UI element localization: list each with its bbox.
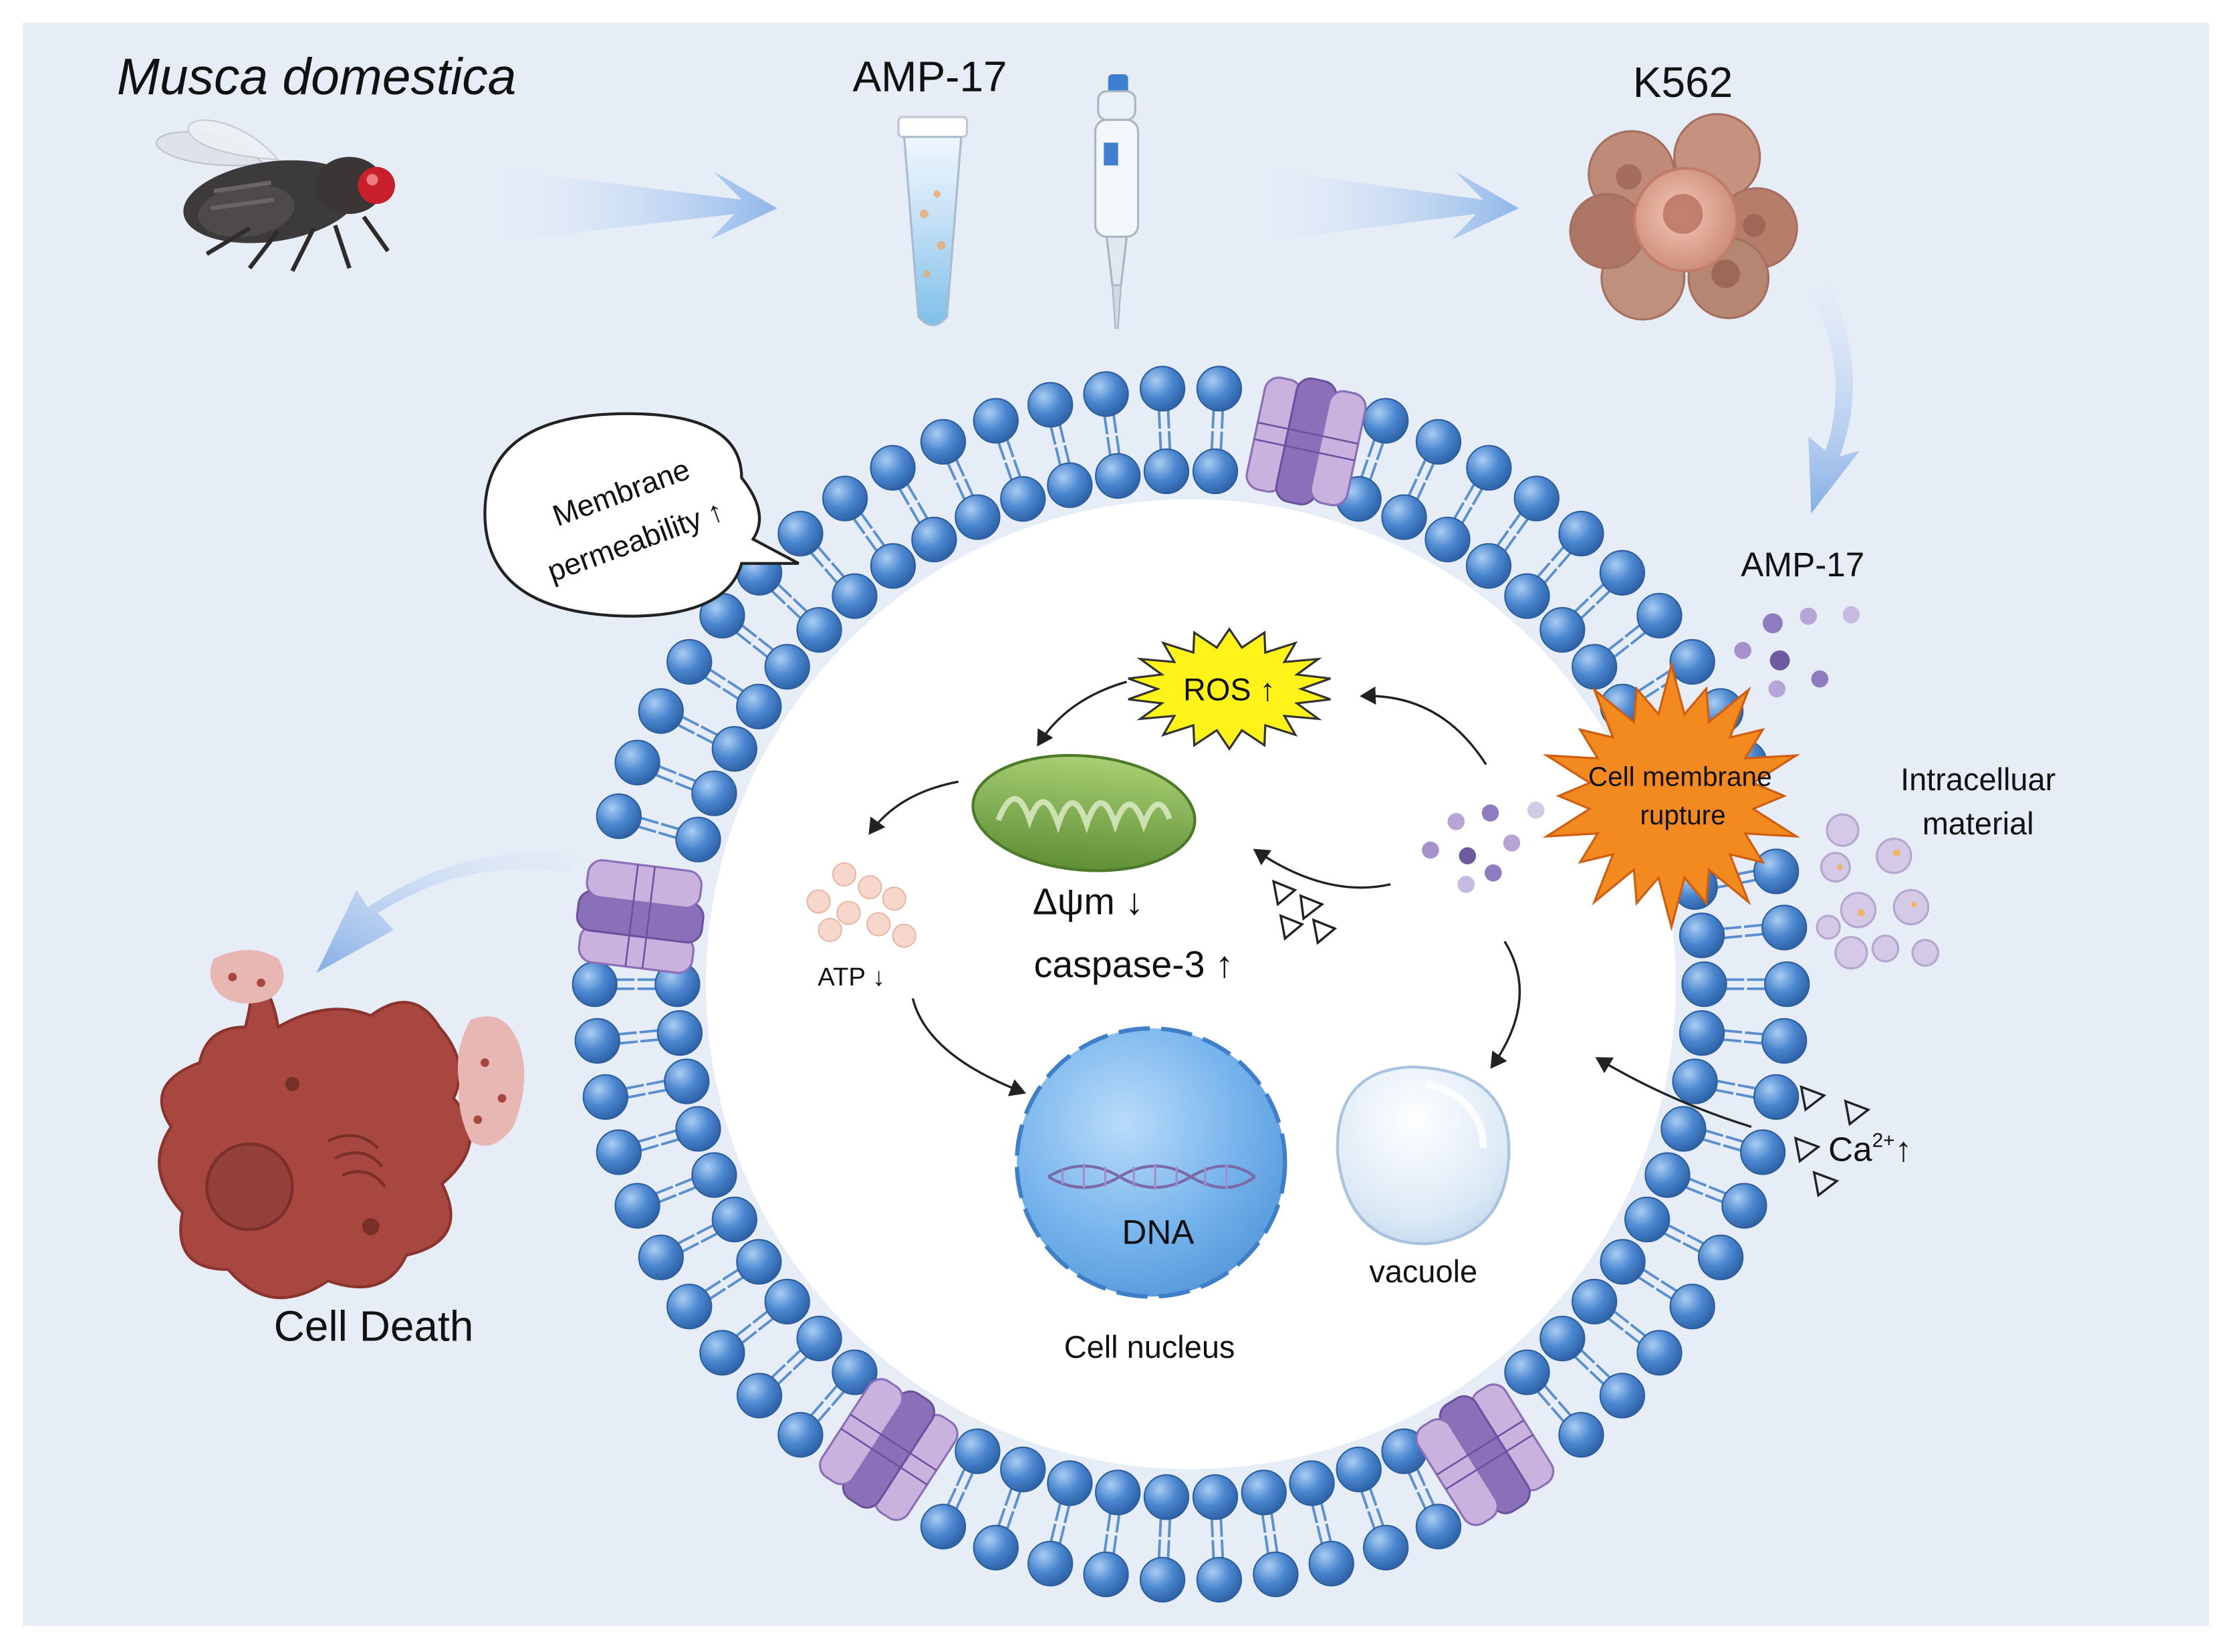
vacuole-label: vacuole (1369, 1254, 1477, 1289)
rupture-line-1: Cell membrane (1588, 761, 1772, 792)
ion-channel-icon (819, 1378, 959, 1521)
calcium-ions-outside (1793, 1085, 1871, 1197)
housefly-icon (155, 119, 395, 272)
microcentrifuge-tube-icon (897, 116, 969, 327)
vacuole-icon (1336, 1065, 1511, 1246)
ion-channel-icon (576, 859, 705, 974)
mitochondrion-icon (971, 753, 1197, 872)
calcium-arrow: ↑ (1895, 1131, 1912, 1169)
ion-channel-icon (1245, 376, 1367, 507)
calcium-ions-inside (1271, 879, 1338, 945)
rupture-burst-icon: Cell membrane rupture (1542, 660, 1801, 932)
source-organism-label: Musca domestica (117, 48, 517, 106)
calcium-symbol: Ca (1828, 1131, 1872, 1169)
flow-arrow-3 (1808, 282, 1860, 514)
flow-arrow-2 (1255, 168, 1519, 243)
outcome-label: Cell Death (274, 1302, 474, 1350)
cell-line-label: K562 (1633, 58, 1733, 106)
membrane-permeability-bubble: Membrane permeability ↑ (483, 412, 799, 618)
atp-molecules (806, 862, 916, 948)
flow-arrow-1 (492, 168, 777, 243)
dna-label: DNA (1122, 1213, 1195, 1251)
amp17-particles-outside (1734, 606, 1860, 698)
peptide-label-cell: AMP-17 (1741, 546, 1864, 584)
pipette-icon (1094, 74, 1140, 329)
pathway-arrows (868, 681, 1752, 1129)
calcium-label: Ca2+↑ (1828, 1129, 1912, 1168)
intracellular-material-vesicles (1816, 813, 1940, 970)
intracellular-label-1: Intracelluar (1900, 762, 2056, 797)
mito-potential-label: Δψm ↓ (1033, 881, 1144, 923)
flow-arrow-4 (316, 852, 582, 973)
caspase-label: caspase-3 ↑ (1034, 943, 1234, 985)
dead-cell-icon (158, 949, 525, 1300)
atp-label: ATP ↓ (818, 963, 885, 991)
nucleus-icon (1014, 1026, 1287, 1299)
ros-label: ROS ↑ (1183, 673, 1275, 707)
amp17-particles-inside (1422, 802, 1545, 893)
peptide-label-top: AMP-17 (852, 53, 1007, 101)
calcium-charge: 2+ (1872, 1129, 1895, 1151)
ion-channels (576, 376, 1555, 1526)
intracellular-label-2: material (1923, 806, 2034, 841)
nucleus-label: Cell nucleus (1064, 1330, 1235, 1365)
rupture-line-2: rupture (1640, 800, 1725, 830)
ros-burst-icon: ROS ↑ (1128, 627, 1331, 751)
k562-cell-cluster-icon (1569, 113, 1798, 321)
ion-channel-icon (1415, 1383, 1555, 1526)
